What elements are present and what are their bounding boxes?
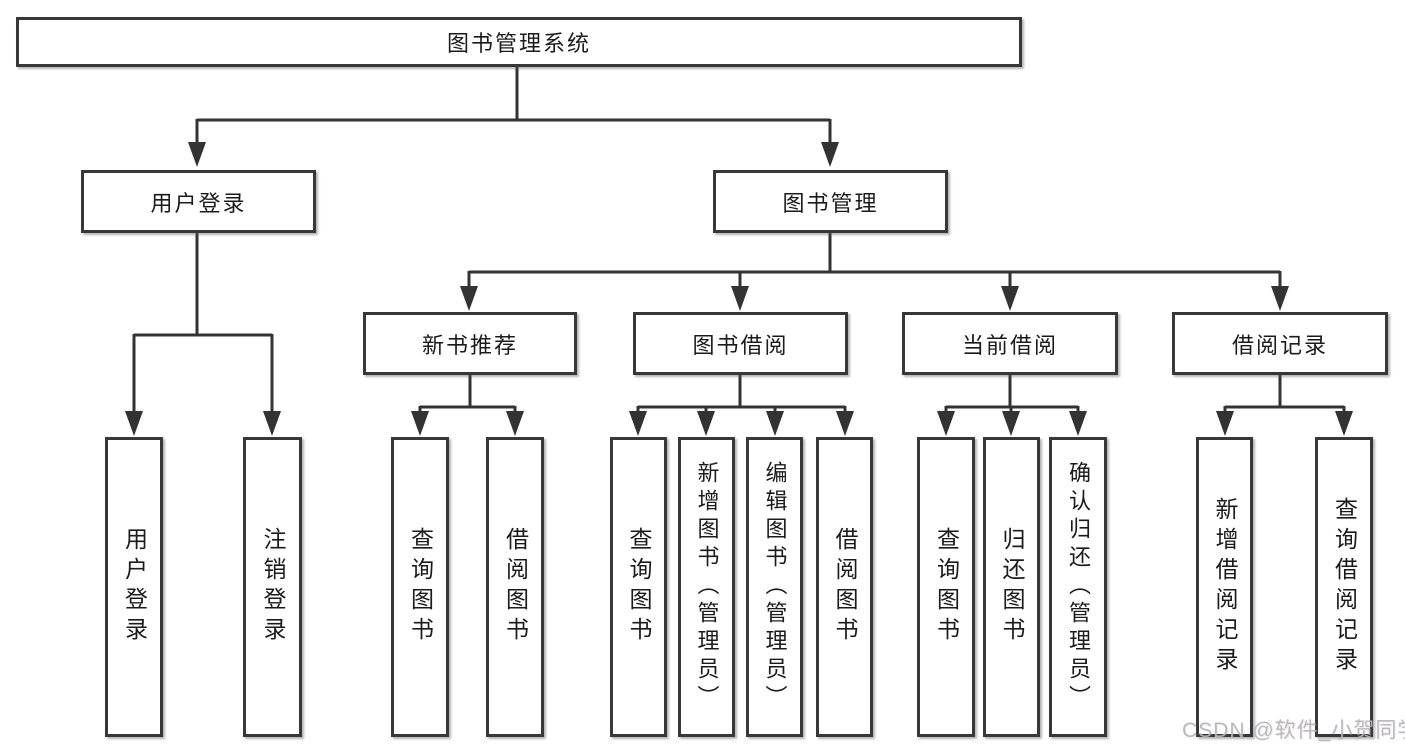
node-current-borrow: 当前借阅: [902, 312, 1118, 375]
leaf-query-books-borrow: 查询图书: [610, 437, 667, 737]
leaf-user-login: 用户登录: [105, 437, 163, 737]
leaf-logout: 注销登录: [243, 437, 302, 737]
leaf-query-borrow-record: 查询借阅记录: [1315, 437, 1373, 737]
node-user-login: 用户登录: [81, 170, 316, 233]
csdn-watermark: CSDN @软件_小贺同学: [1182, 719, 1405, 742]
leaf-borrow-books: 借阅图书: [816, 437, 873, 737]
node-library-management-system: 图书管理系统: [16, 17, 1022, 67]
node-book-management: 图书管理: [713, 170, 948, 233]
leaf-query-books-recommend: 查询图书: [391, 437, 449, 737]
leaf-borrow-books-recommend: 借阅图书: [486, 437, 544, 737]
leaf-query-books-current: 查询图书: [917, 437, 975, 737]
leaf-return-books: 归还图书: [983, 437, 1040, 737]
leaf-add-books-admin: 新增图书（管理员）: [678, 437, 735, 737]
node-borrow-records: 借阅记录: [1172, 312, 1388, 375]
node-new-book-recommend: 新书推荐: [363, 312, 577, 375]
leaf-confirm-return-admin: 确认归还（管理员）: [1049, 437, 1107, 737]
leaf-add-borrow-record: 新增借阅记录: [1196, 437, 1253, 737]
leaf-edit-books-admin: 编辑图书（管理员）: [746, 437, 803, 737]
node-book-borrow: 图书借阅: [633, 312, 848, 375]
